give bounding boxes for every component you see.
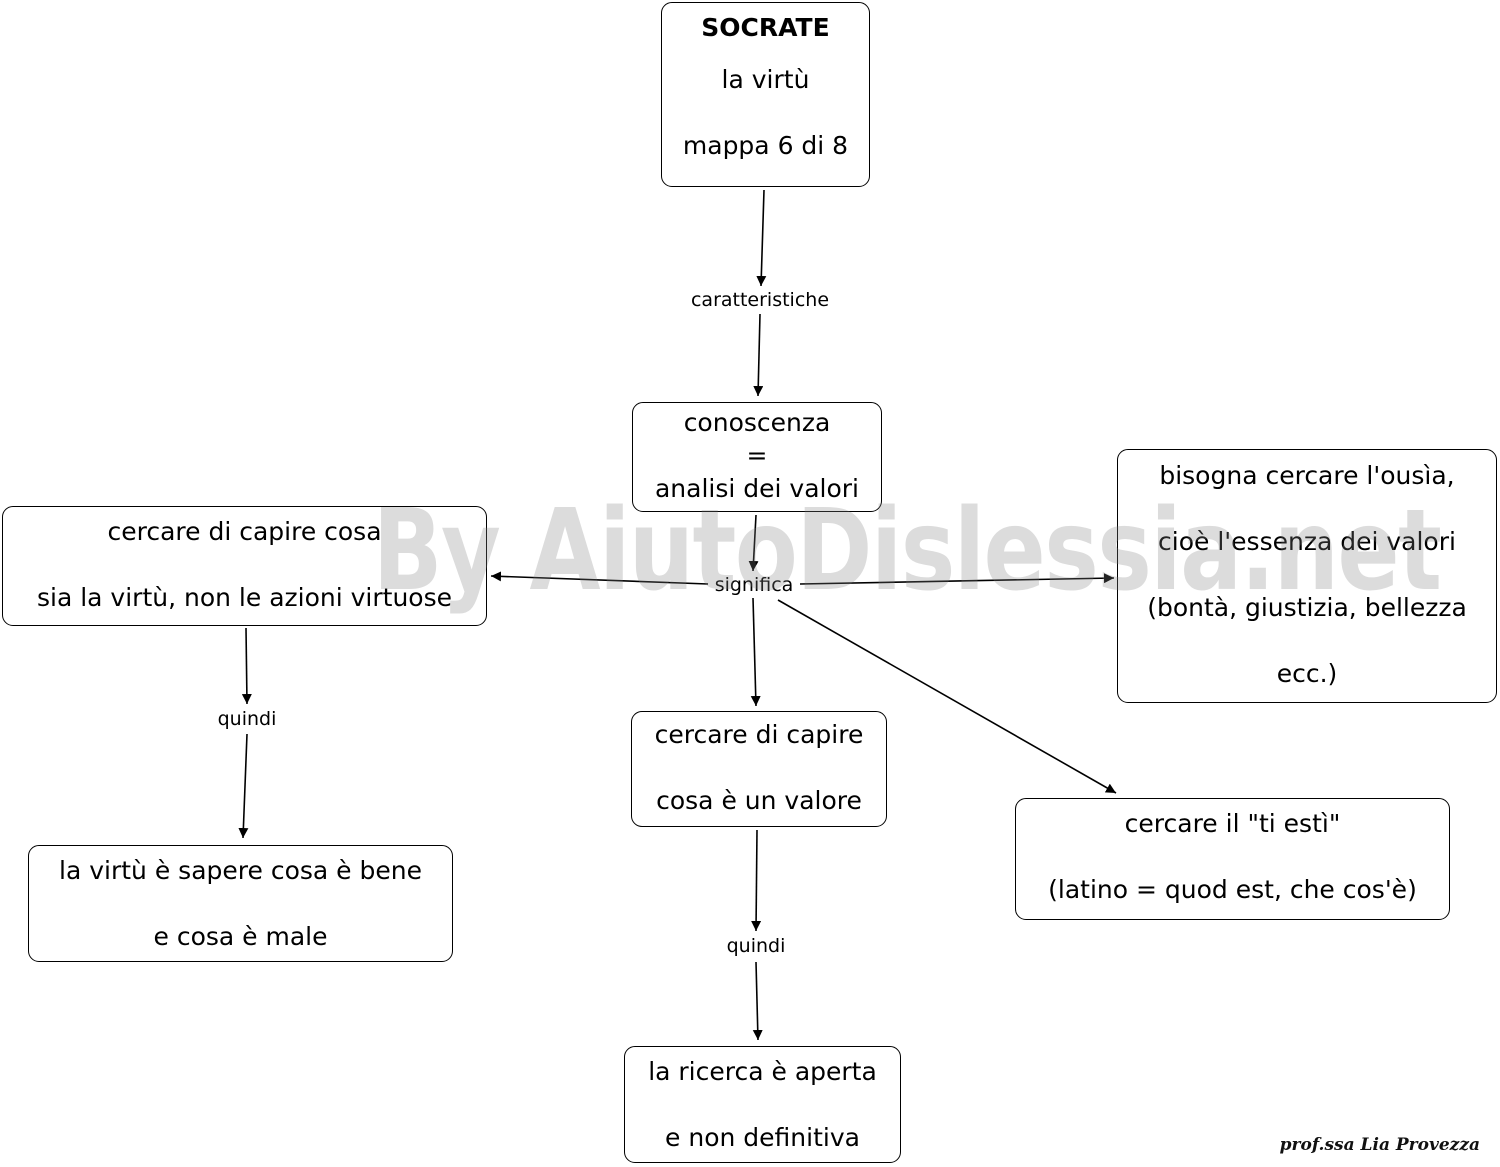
link-label-quindi-left: quindi	[214, 708, 280, 730]
connector-virtu-to-quindi	[241, 627, 252, 705]
node-conoscenza-line-2: =	[746, 441, 768, 470]
node-ricerca-aperta: la ricerca è aperta e non definitiva	[624, 1046, 901, 1163]
node-cercare-virtu-line-2: sia la virtù, non le azioni virtuose	[36, 583, 452, 612]
node-socrate-title: SOCRATE	[701, 13, 830, 42]
connector-quindi-to-ricerca	[752, 961, 763, 1041]
node-sapere-bene: la virtù è sapere cosa è bene e cosa è m…	[28, 845, 453, 962]
link-label-caratteristiche: caratteristiche	[687, 289, 833, 311]
connector-significa-to-valore	[750, 597, 761, 707]
connector-significa-to-ousia	[799, 573, 1115, 585]
node-sapere-bene-line-2: e cosa è male	[153, 922, 328, 951]
node-socrate-subtitle: la virtù	[721, 65, 810, 94]
author-signature: prof.ssa Lia Provezza	[1279, 1135, 1480, 1155]
node-ricerca-aperta-line-1: la ricerca è aperta	[648, 1057, 877, 1086]
node-ousia: bisogna cercare l'ousìa, cioè l'essenza …	[1117, 449, 1497, 703]
node-socrate-map-number: mappa 6 di 8	[682, 131, 849, 160]
node-ti-esti: cercare il "ti estì" (latino = quod est,…	[1015, 798, 1450, 920]
connector-conoscenza-to-significa	[748, 514, 759, 572]
connector-significa-to-ti-esti	[777, 599, 1117, 794]
node-ousia-line-3: (bontà, giustizia, bellezza	[1147, 593, 1467, 622]
node-ousia-line-2: cioè l'essenza dei valori	[1158, 527, 1456, 556]
node-cercare-valore-line-2: cosa è un valore	[656, 786, 862, 815]
node-ricerca-aperta-line-2: e non definitiva	[665, 1123, 860, 1152]
node-ousia-line-4: ecc.)	[1276, 659, 1338, 688]
connector-valore-to-quindi	[751, 829, 762, 932]
connector-socrate-to-label	[756, 189, 767, 287]
node-conoscenza-line-1: conoscenza	[683, 408, 831, 437]
node-cercare-virtu: cercare di capire cosa sia la virtù, non…	[2, 506, 487, 626]
connector-significa-to-virtu	[490, 571, 709, 585]
connector-label-to-conoscenza	[753, 313, 764, 397]
node-cercare-valore-line-1: cercare di capire	[654, 720, 864, 749]
node-cercare-valore: cercare di capire cosa è un valore	[631, 711, 887, 827]
node-cercare-virtu-line-1: cercare di capire cosa	[107, 517, 382, 546]
node-socrate: SOCRATE la virtù mappa 6 di 8	[661, 2, 870, 187]
node-ti-esti-line-1: cercare il "ti estì"	[1124, 809, 1341, 838]
link-label-quindi-center: quindi	[723, 935, 789, 957]
node-ti-esti-line-2: (latino = quod est, che cos'è)	[1048, 875, 1417, 904]
node-sapere-bene-line-1: la virtù è sapere cosa è bene	[59, 856, 422, 885]
node-ousia-line-1: bisogna cercare l'ousìa,	[1159, 461, 1455, 490]
node-conoscenza: conoscenza = analisi dei valori	[632, 402, 882, 512]
link-label-significa: significa	[711, 574, 797, 596]
node-conoscenza-line-3: analisi dei valori	[654, 474, 860, 503]
connector-quindi-to-sapere	[238, 733, 249, 839]
